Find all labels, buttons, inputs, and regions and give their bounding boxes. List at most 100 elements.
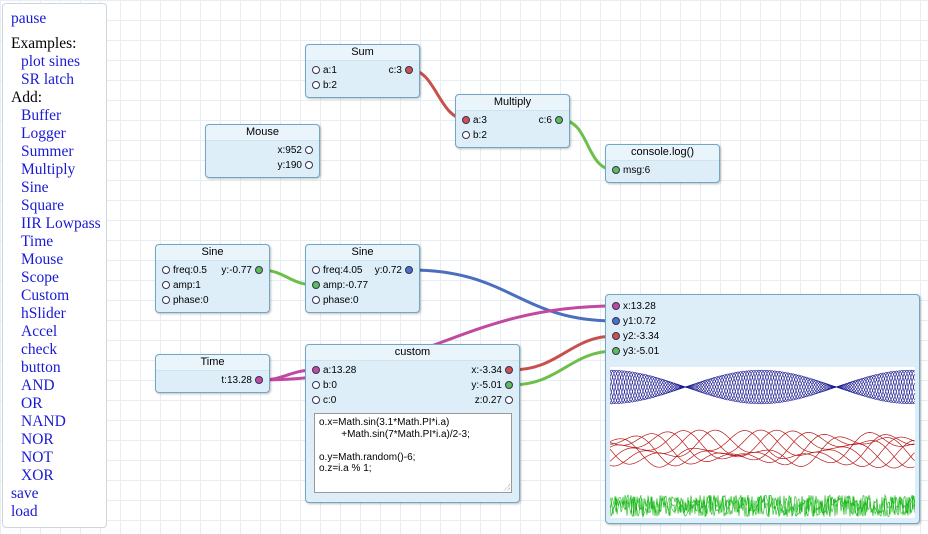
port-in-freq[interactable]: freq:4.05 [312,264,362,278]
port-out-x[interactable]: x:-3.34 [471,364,513,378]
port-dot-icon[interactable] [612,302,620,310]
add-and[interactable]: AND [21,377,55,394]
add-mouse[interactable]: Mouse [21,251,64,268]
port-out-c[interactable]: c:6 [539,114,563,128]
example-plot-sines[interactable]: plot sines [21,53,80,70]
add-button[interactable]: button [21,359,61,376]
pause-link[interactable]: pause [11,10,47,27]
port-dot-icon[interactable] [405,266,413,274]
port-dot-icon[interactable] [462,131,470,139]
add-nand[interactable]: NAND [21,413,66,430]
port-dot-icon[interactable] [555,116,563,124]
port-dot-icon[interactable] [312,296,320,304]
port-in-phase[interactable]: phase:0 [312,294,359,308]
port-in-x[interactable]: x:13.28 [612,300,656,314]
add-xor[interactable]: XOR [21,467,54,484]
port-in-c[interactable]: c:0 [312,394,336,408]
port-dot-icon[interactable] [312,281,320,289]
port-dot-icon[interactable] [612,347,620,355]
port-dot-icon[interactable] [255,376,263,384]
port-dot-icon[interactable] [312,81,320,89]
add-summer[interactable]: Summer [21,143,74,160]
port-out-x[interactable]: x:952 [278,144,313,158]
port-dot-icon[interactable] [612,166,620,174]
add-logger[interactable]: Logger [21,125,66,142]
port-in-b[interactable]: b:0 [312,379,337,393]
add-accel[interactable]: Accel [21,323,58,340]
port-in-amp[interactable]: amp:1 [162,279,201,293]
port-in-y1[interactable]: y1:0.72 [612,315,656,329]
node-title[interactable]: Multiply [456,95,569,111]
port-out-z[interactable]: z:0.27 [475,394,513,408]
node-console-log[interactable]: console.log() msg:6 [605,144,720,183]
port-out-y[interactable]: y:-0.77 [221,264,263,278]
add-scope[interactable]: Scope [21,269,59,286]
add-hslider[interactable]: hSlider [21,305,66,322]
port-dot-icon[interactable] [312,66,320,74]
port-dot-icon[interactable] [305,161,313,169]
port-out-y[interactable]: y:0.72 [375,264,413,278]
port-in-y2[interactable]: y2:-3.34 [612,330,659,344]
add-custom[interactable]: Custom [21,287,70,304]
port-dot-icon[interactable] [312,396,320,404]
node-sine[interactable]: Sine freq:4.05 amp:-0.77 phase:0 y:0.72 [305,244,420,313]
node-time[interactable]: Time t:13.28 [155,354,270,393]
port-in-phase[interactable]: phase:0 [162,294,209,308]
example-sr-latch[interactable]: SR latch [21,71,74,88]
code-text[interactable]: o.x=Math.sin(3.1*Math.PI*i.a) +Math.sin(… [319,417,470,474]
node-sine[interactable]: Sine freq:0.5 amp:1 phase:0 y:-0.77 [155,244,270,313]
port-dot-icon[interactable] [312,381,320,389]
port-in-b[interactable]: b:2 [462,129,487,143]
port-in-a[interactable]: a:13.28 [312,364,356,378]
add-time[interactable]: Time [21,233,54,250]
add-check[interactable]: check [21,341,58,358]
port-dot-icon[interactable] [612,317,620,325]
port-in-y3[interactable]: y3:-5.01 [612,345,659,359]
node-title[interactable]: Mouse [206,125,319,141]
port-out-t[interactable]: t:13.28 [221,374,263,388]
port-dot-icon[interactable] [312,366,320,374]
port-dot-icon[interactable] [462,116,470,124]
port-in-a[interactable]: a:1 [312,64,337,78]
port-dot-icon[interactable] [162,281,170,289]
code-editor[interactable]: o.x=Math.sin(3.1*Math.PI*i.a) +Math.sin(… [314,413,512,493]
load-link[interactable]: load [11,503,38,520]
add-iir-lowpass[interactable]: IIR Lowpass [21,215,101,232]
save-link[interactable]: save [11,485,39,502]
port-in-b[interactable]: b:2 [312,79,337,93]
add-nor[interactable]: NOR [21,431,54,448]
port-in-amp[interactable]: amp:-0.77 [312,279,368,293]
node-sum[interactable]: Sum a:1 b:2 c:3 [305,44,420,98]
port-dot-icon[interactable] [312,266,320,274]
add-sine[interactable]: Sine [21,179,49,196]
resize-grip-icon[interactable] [503,484,510,491]
node-title[interactable]: Time [156,355,269,371]
port-out-y[interactable]: y:190 [278,159,313,173]
port-dot-icon[interactable] [162,296,170,304]
port-out-c[interactable]: c:3 [389,64,413,78]
port-in-a[interactable]: a:3 [462,114,487,128]
node-title[interactable]: Sine [156,245,269,261]
node-mouse[interactable]: Mouse x:952 y:190 [205,124,320,178]
port-dot-icon[interactable] [505,396,513,404]
node-multiply[interactable]: Multiply a:3 b:2 c:6 [455,94,570,148]
node-title[interactable]: Sine [306,245,419,261]
port-out-y[interactable]: y:-5.01 [471,379,513,393]
port-dot-icon[interactable] [405,66,413,74]
port-dot-icon[interactable] [255,266,263,274]
port-dot-icon[interactable] [162,266,170,274]
add-or[interactable]: OR [21,395,43,412]
node-title[interactable]: custom [306,345,519,361]
port-in-msg[interactable]: msg:6 [612,164,650,178]
add-square[interactable]: Square [21,197,65,214]
add-buffer[interactable]: Buffer [21,107,62,124]
node-scope[interactable]: x:13.28 y1:0.72 y2:-3.34 y3:-5.01 [605,294,920,524]
port-in-freq[interactable]: freq:0.5 [162,264,207,278]
port-dot-icon[interactable] [505,381,513,389]
node-title[interactable]: Sum [306,45,419,61]
node-custom[interactable]: custom a:13.28 b:0 c:0 x:-3.34 y:-5.01 z… [305,344,520,503]
add-not[interactable]: NOT [21,449,53,466]
port-dot-icon[interactable] [305,146,313,154]
port-dot-icon[interactable] [505,366,513,374]
port-dot-icon[interactable] [612,332,620,340]
